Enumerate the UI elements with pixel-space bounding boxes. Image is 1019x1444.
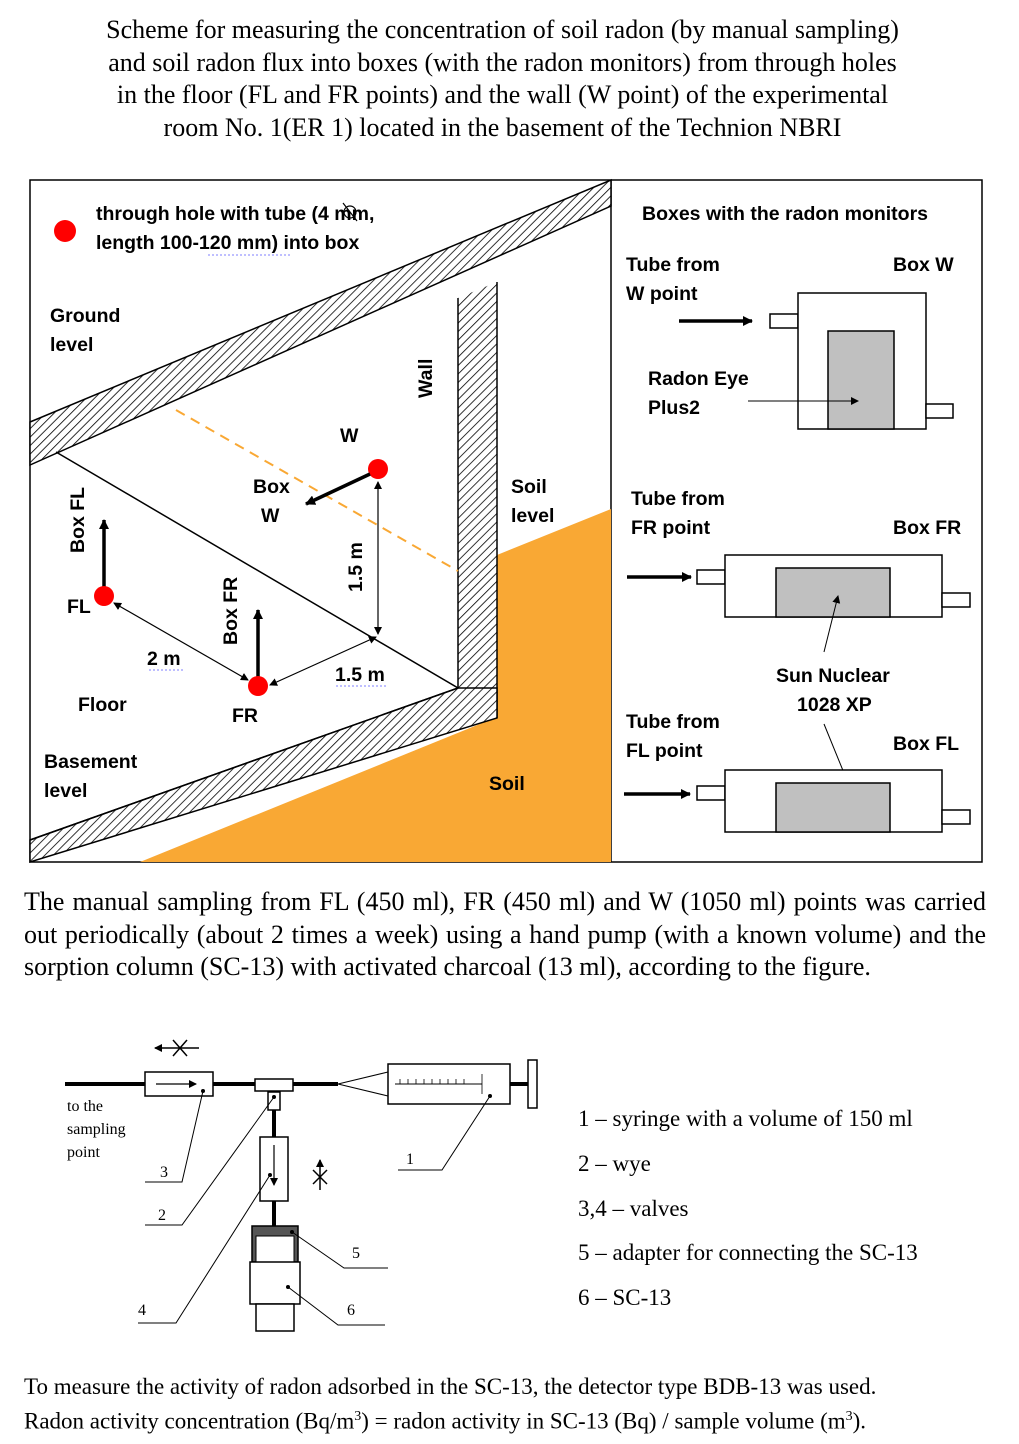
callout-6: 6	[347, 1302, 355, 1319]
basement-level-label-1: Basement	[44, 751, 138, 773]
ground-level-projection	[175, 409, 459, 572]
title-line-4: room No. 1(ER 1) located in the basement…	[163, 112, 842, 142]
box-fl-title: Box FL	[893, 733, 959, 755]
wall-section	[458, 282, 497, 688]
tube-fl-label-1: Tube from	[626, 711, 720, 733]
callout-5: 5	[352, 1245, 360, 1262]
soil-label: Soil	[489, 773, 525, 795]
radon-eye-label-1: Radon Eye	[648, 368, 749, 390]
box-fr-label: Box FR	[220, 577, 242, 645]
ground-level-label-2: level	[50, 334, 93, 356]
callout-4: 4	[138, 1302, 146, 1319]
wall-label: Wall	[415, 359, 437, 398]
fr-wall-dimension-line	[269, 636, 377, 686]
sampling-point-label-2: sampling	[67, 1121, 126, 1138]
sampling-point-label-3: point	[67, 1144, 100, 1161]
sampling-apparatus	[65, 1039, 538, 1332]
fl-hole-marker	[94, 586, 114, 606]
fl-fr-dimension-line	[113, 602, 249, 681]
box-fr-title: Box FR	[893, 517, 961, 539]
box-fl-inlet	[696, 785, 726, 801]
callout-2: 2	[158, 1207, 166, 1224]
title-line-2: and soil radon flux into boxes (with the…	[108, 47, 897, 77]
w-flow-arrow	[305, 472, 371, 506]
fl-fr-distance-label: 2 m	[147, 648, 181, 670]
sun-nuclear-label-1: Sun Nuclear	[776, 665, 890, 687]
box-fr-inlet	[696, 569, 726, 585]
box-w-inlet	[769, 313, 799, 329]
legend-item-4: 5 – adapter for connecting the SC-13	[578, 1240, 918, 1265]
box-w-label-2: W	[261, 505, 280, 527]
soil-level-label-2: level	[511, 505, 554, 527]
diameter-icon	[342, 202, 358, 222]
callout-3: 3	[160, 1164, 168, 1181]
syringe-plunger	[527, 1059, 538, 1109]
sun-nuclear-monitor-fl	[775, 782, 891, 833]
hole-legend-text-1: through hole with tube (4 mm,	[96, 203, 374, 225]
sampling-point-label-1: to the	[67, 1098, 103, 1115]
tube-w-label-2: W point	[626, 283, 698, 305]
box-fr-outlet	[941, 592, 971, 608]
fr-hole-marker	[248, 676, 268, 696]
sun-nuclear-monitor-fr	[775, 567, 891, 618]
legend-item-2: 2 – wye	[578, 1151, 651, 1176]
footer-text: To measure the activity of radon adsorbe…	[24, 1372, 999, 1437]
box-fl-label: Box FL	[67, 487, 89, 553]
footer-line-2: Radon activity concentration (Bq/m3) = r…	[24, 1408, 867, 1434]
w-point-label: W	[340, 425, 359, 447]
hole-legend-text-2: length 100-120 mm) into box	[96, 232, 359, 254]
w-hole-marker	[368, 459, 388, 479]
tube-fr-label-1: Tube from	[631, 488, 725, 510]
box-w-label-1: Box	[253, 476, 290, 498]
soil-level-label-1: Soil	[511, 476, 547, 498]
box-fl-outlet	[941, 809, 971, 825]
fl-point-label: FL	[67, 596, 91, 618]
sun-nuclear-pointer-fr	[823, 595, 841, 653]
fr-wall-distance-label: 1.5 m	[335, 664, 385, 686]
title-line-3: in the floor (FL and FR points) and the …	[116, 80, 889, 109]
hole-legend-marker	[54, 220, 76, 242]
box-w-title: Box W	[893, 254, 954, 276]
tube-w-label-1: Tube from	[626, 254, 720, 276]
wye	[254, 1078, 294, 1092]
basement-level-label-2: level	[44, 780, 87, 802]
tube-fr-label-2: FR point	[631, 517, 711, 539]
monitors-header: Boxes with the radon monitors	[642, 203, 928, 225]
fr-point-label: FR	[232, 705, 258, 727]
callout-1: 1	[406, 1151, 414, 1168]
vertical-distance-label: 1.5 m	[345, 542, 367, 592]
legend-item-3: 3,4 – valves	[578, 1196, 689, 1221]
sun-nuclear-label-2: 1028 XP	[797, 694, 872, 716]
tube-fl-label-2: FL point	[626, 740, 703, 762]
room-outline	[29, 451, 460, 841]
radon-eye-monitor	[827, 330, 895, 430]
ceiling-slab	[29, 178, 612, 467]
legend-item-1: 1 – syringe with a volume of 150 ml	[578, 1106, 913, 1131]
legend-item-5: 6 – SC-13	[578, 1285, 672, 1310]
soil-region	[140, 509, 611, 862]
description-paragraph: The manual sampling from FL (450 ml), FR…	[24, 887, 986, 981]
floor-label: Floor	[78, 694, 127, 716]
footer-line-1: To measure the activity of radon adsorbe…	[24, 1374, 877, 1399]
sc13-column	[249, 1261, 301, 1305]
radon-eye-label-2: Plus2	[648, 397, 700, 419]
figure-title: Scheme for measuring the concentration o…	[0, 14, 1005, 144]
title-line-1: Scheme for measuring the concentration o…	[106, 15, 899, 44]
box-w-outlet	[925, 403, 954, 419]
ground-level-label-1: Ground	[50, 305, 120, 327]
